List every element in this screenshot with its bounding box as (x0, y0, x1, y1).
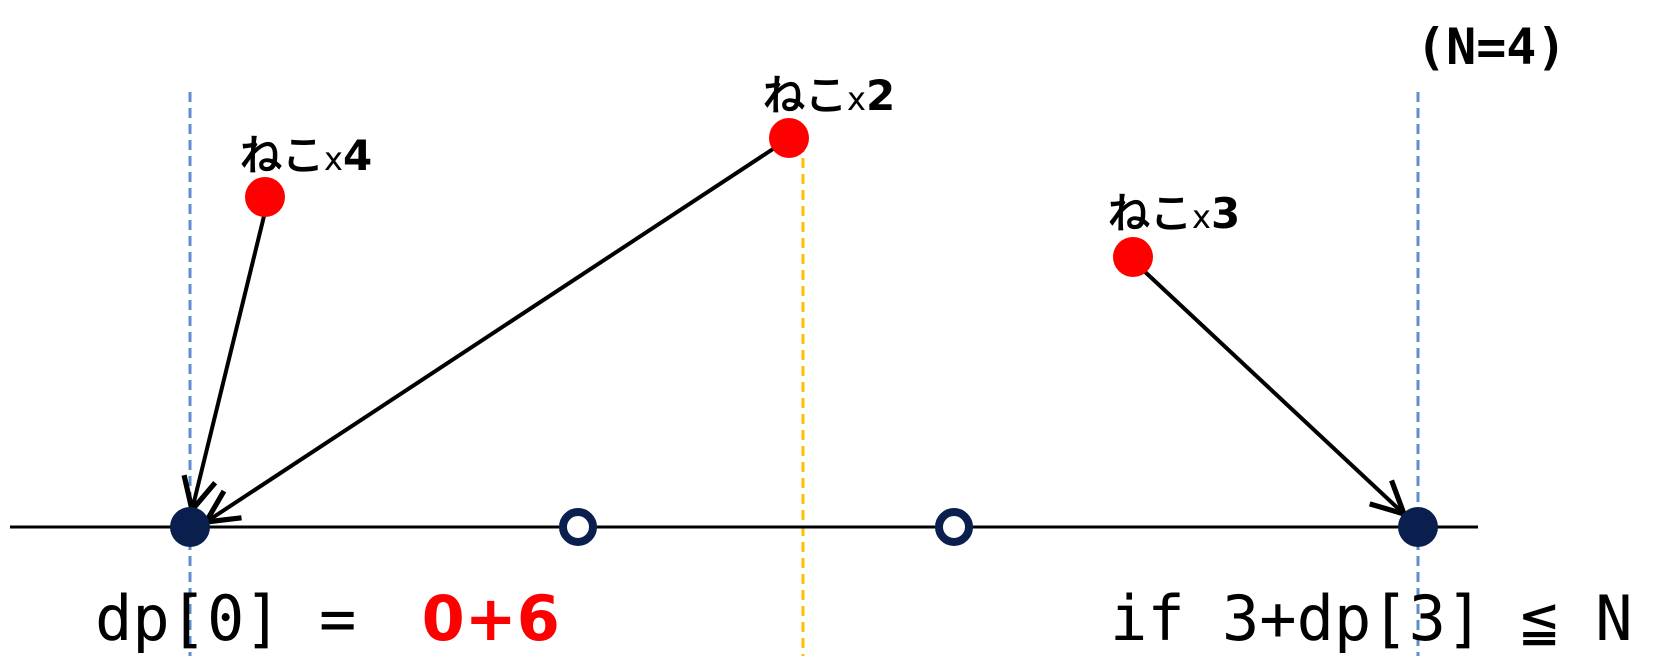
node-1 (559, 508, 597, 546)
formula-right: if 3+dp[3] ≦ N (1110, 582, 1633, 655)
arrow-cat4-to-node0 (192, 211, 267, 510)
cat-label-3: ねこx3 (1108, 189, 1240, 238)
n-label: (N=4) (1416, 18, 1567, 76)
formula-left: dp[0] = 0+6 (95, 582, 560, 655)
cat-dot-2 (769, 118, 809, 158)
arrow-cat3-to-node3 (1141, 268, 1404, 514)
cat-label-2: ねこx2 (763, 71, 895, 120)
node-3 (1398, 507, 1438, 547)
cat-label-1: ねこx4 (240, 131, 372, 180)
node-2 (935, 508, 973, 546)
cat-dot-1 (245, 177, 285, 217)
cat-dot-3 (1113, 237, 1153, 277)
arrow-cat2-to-node0 (206, 145, 778, 522)
node-0 (170, 507, 210, 547)
